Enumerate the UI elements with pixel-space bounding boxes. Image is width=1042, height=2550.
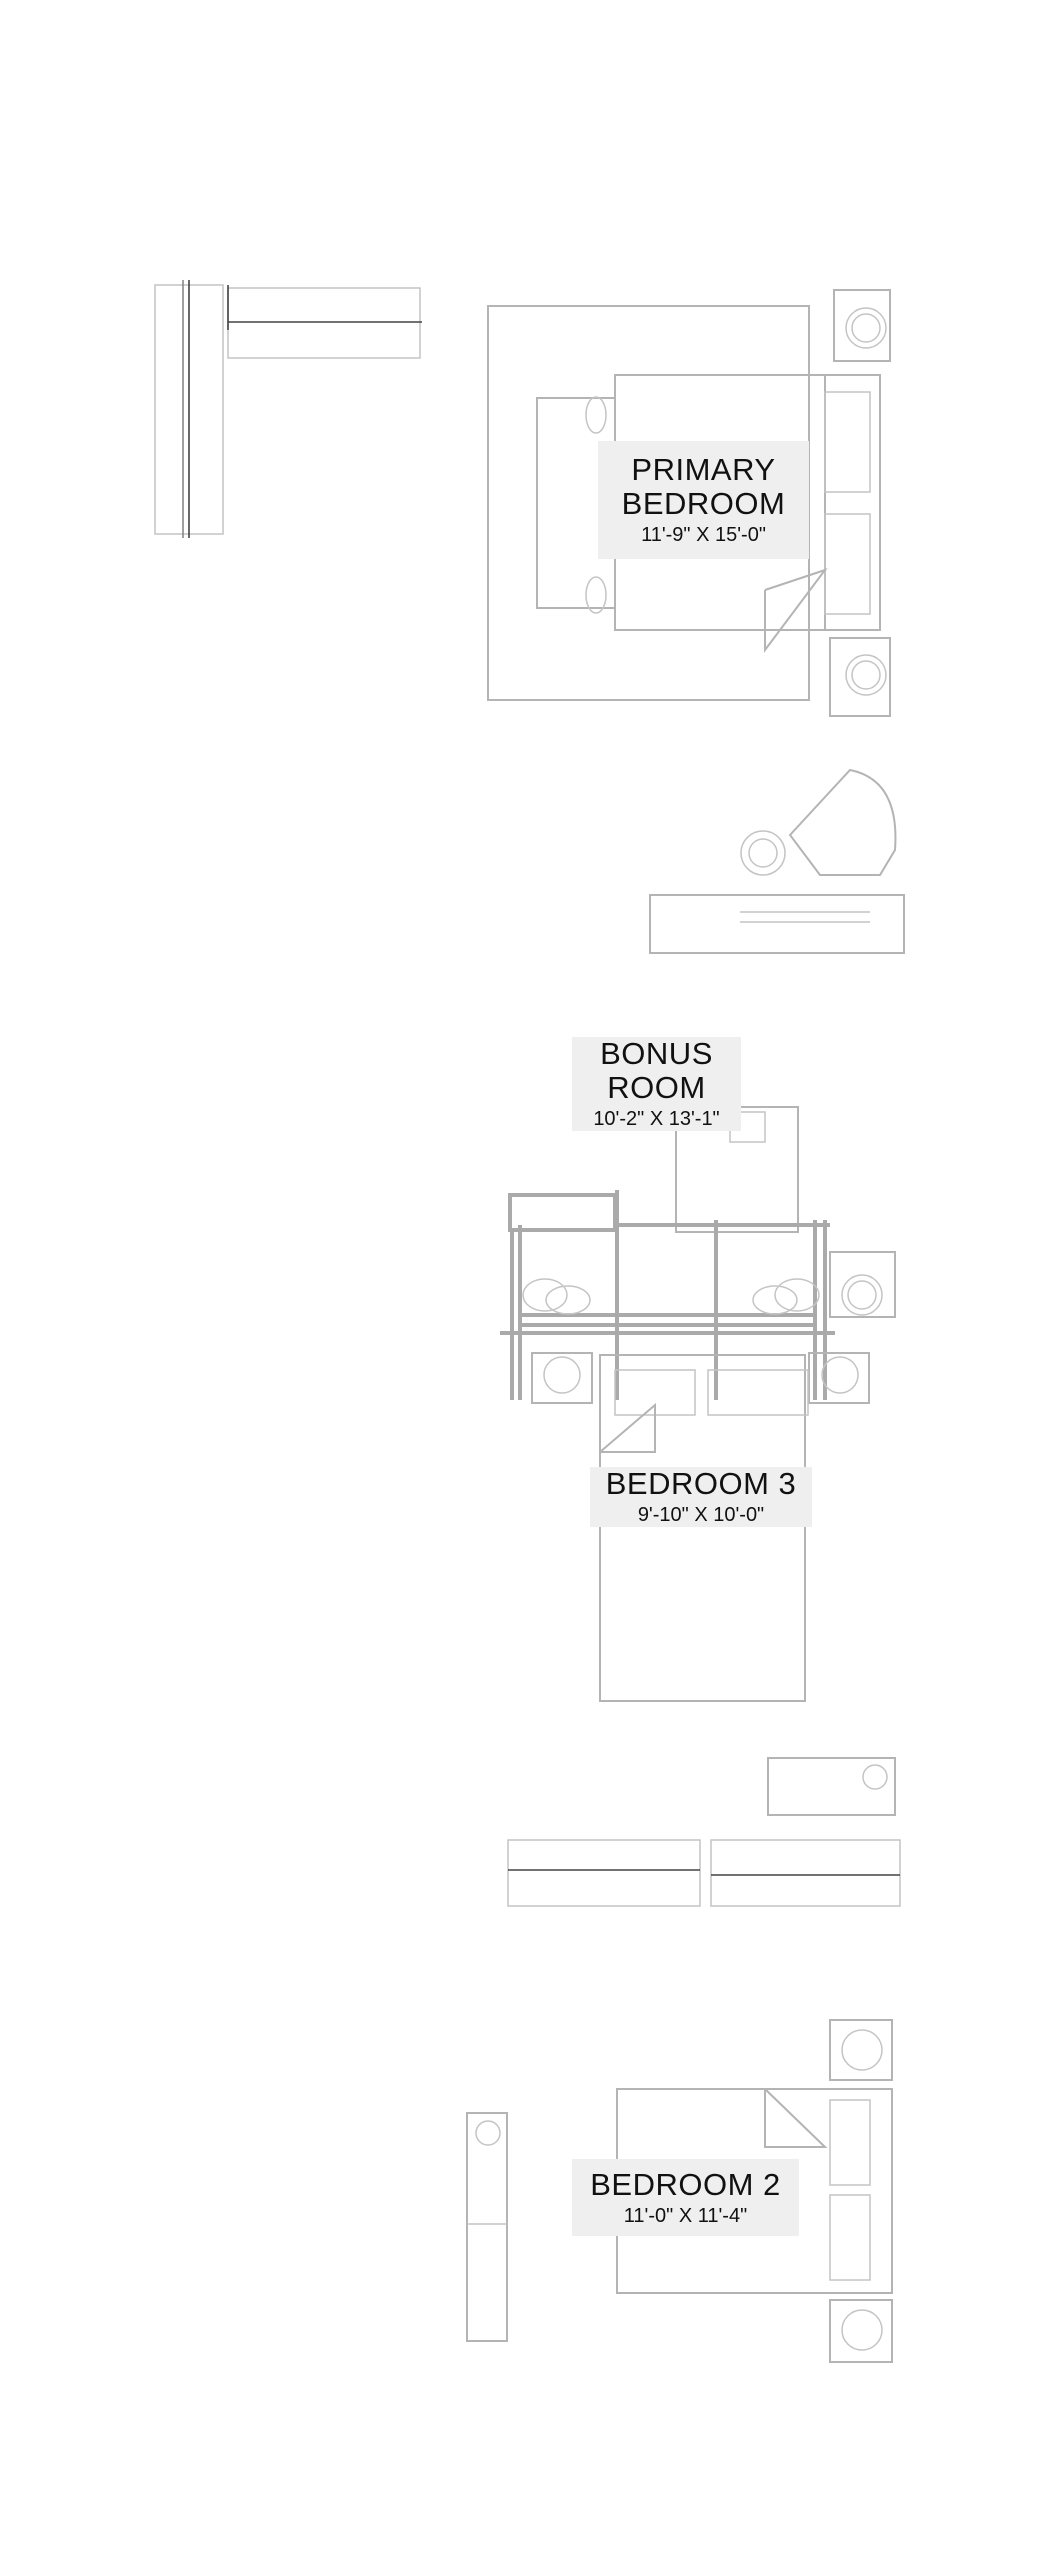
armchair-and-side-table (740, 768, 897, 876)
sectional-sofa (500, 1190, 835, 1400)
nightstand-lamp (833, 289, 891, 362)
room-label-bedroom-2: BEDROOM 2 11'-0" X 11'-4" (572, 2159, 799, 2236)
tall-dresser (466, 2112, 508, 2342)
nightstand-lamp (829, 637, 891, 717)
room-label-bonus-room: BONUS ROOM 10'-2" X 13'-1" (572, 1037, 741, 1131)
bedroom3-bed (599, 1354, 809, 1702)
room-label-bedroom-3: BEDROOM 3 9'-10" X 10'-0" (590, 1467, 812, 1527)
room-name: PRIMARY (631, 452, 776, 487)
room-label-primary-bedroom: PRIMARY BEDROOM 11'-9" X 15'-0" (598, 441, 809, 559)
side-table-lamp (829, 1251, 896, 1318)
dresser (767, 1757, 896, 1816)
closet-rod (507, 1839, 701, 1907)
closet-rod-horizontal (227, 285, 422, 359)
room-name: BEDROOM 2 (590, 2166, 781, 2202)
room-dimensions: 9'-10" X 10'-0" (637, 1504, 765, 1526)
room-dimensions: 11'-9" X 15'-0" (641, 524, 766, 546)
room-dimensions: 11'-0" X 11'-4" (623, 2204, 748, 2227)
primary-bed (614, 374, 881, 653)
nightstand-lamp (829, 2299, 893, 2363)
desk (649, 894, 905, 954)
closet-rod-vertical (154, 280, 224, 538)
primary-rug (487, 305, 810, 701)
room-name: BONUS (600, 1036, 713, 1071)
nightstand-lamp (808, 1352, 870, 1404)
room-name: ROOM (607, 1070, 706, 1105)
nightstand-lamp (531, 1352, 593, 1404)
room-name: BEDROOM (621, 486, 786, 521)
closet-rod (710, 1839, 901, 1907)
room-dimensions: 10'-2" X 13'-1" (593, 1108, 720, 1130)
room-name: BEDROOM 3 (605, 1466, 797, 1501)
nightstand-lamp (829, 2019, 893, 2081)
